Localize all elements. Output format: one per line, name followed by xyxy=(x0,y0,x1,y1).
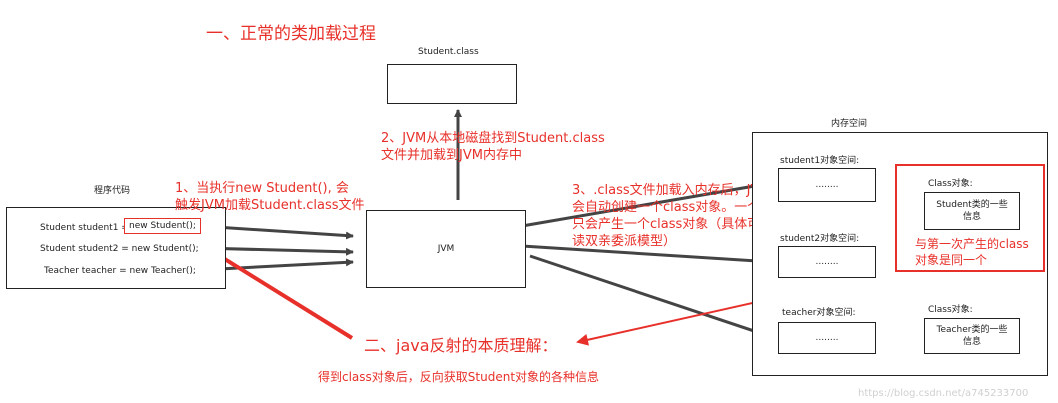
student-class-file-label: Student.class xyxy=(418,47,479,57)
arrow-jvm-to-teacher xyxy=(529,254,773,339)
program-code-label: 程序代码 xyxy=(94,186,131,196)
reflection-note: 得到class对象后，反向获取Student对象的各种信息 xyxy=(318,370,600,384)
arrow-jvm-to-student2 xyxy=(521,244,773,266)
class-object-highlight xyxy=(895,164,1045,272)
arrow-jvm-to-student1 xyxy=(521,180,773,228)
code-new-student-highlight: new Student(); xyxy=(124,218,201,234)
title-normal-class-loading: 一、正常的类加载过程 xyxy=(206,24,376,44)
annotation-step-2: 2、JVM从本地磁盘找到Student.class 文件并加载到JVM内存中 xyxy=(381,131,605,163)
title-java-reflection: 二、java反射的本质理解： xyxy=(364,336,558,355)
annotation-step-3: 3、.class文件加载入内存后，JVM 会自动创建一个class对象。一个类 … xyxy=(572,183,774,249)
same-object-note: 与第一次产生的class 对象是同一个 xyxy=(915,237,1029,267)
memory-space-label: 内存空间 xyxy=(831,119,868,129)
teacher-space-label: teacher对象空间: xyxy=(782,308,856,318)
class-object-label-teacher: Class对象: xyxy=(928,305,973,315)
teacher-class-info-box: Teacher类的一些信息 xyxy=(924,318,1020,354)
code-line-1-prefix: Student student1 = xyxy=(40,223,129,233)
student-class-file-box xyxy=(387,64,517,104)
student1-space-label: student1对象空间: xyxy=(780,156,860,166)
student2-space-box: ........ xyxy=(778,246,876,278)
code-line-3: Teacher teacher = new Teacher(); xyxy=(44,266,196,276)
code-line-2: Student student2 = new Student(); xyxy=(40,244,199,254)
jvm-box: JVM xyxy=(366,210,526,288)
annotation-step-1: 1、当执行new Student(), 会 触发JVM加载Student.cla… xyxy=(175,181,365,213)
class-object-label-student: Class对象: xyxy=(928,179,973,189)
student1-space-box: ........ xyxy=(778,168,876,202)
student2-space-label: student2对象空间: xyxy=(780,234,860,244)
watermark-url: https://blog.csdn.net/a745233700 xyxy=(858,388,1029,399)
student-class-info-box: Student类的一些信息 xyxy=(924,192,1020,230)
teacher-space-box: ........ xyxy=(778,322,876,354)
